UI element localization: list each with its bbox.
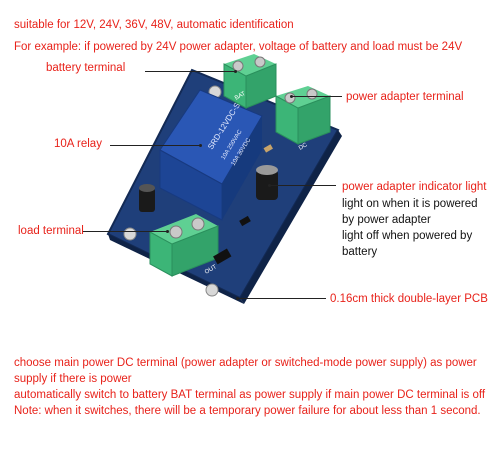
indicator-on-line2: by power adapter <box>342 214 431 226</box>
load-terminal-label: load terminal <box>18 225 84 237</box>
leader-dot <box>234 70 237 73</box>
relay-leader <box>110 145 200 146</box>
note-switch-delay: Note: when it switches, there will be a … <box>14 405 481 417</box>
battery-terminal-label: battery terminal <box>46 62 126 74</box>
feature-notes: choose main power DC terminal (power ada… <box>14 355 494 419</box>
indicator-off-line2: battery <box>342 246 378 258</box>
compatibility-line: suitable for 12V, 24V, 36V, 48V, automat… <box>14 19 294 31</box>
leader-dot <box>268 184 271 187</box>
load-terminal-block <box>149 214 219 277</box>
leader-dot <box>290 95 293 98</box>
example-line: For example: if powered by 24V power ada… <box>14 41 463 53</box>
power-adapter-terminal-block <box>275 86 331 145</box>
indicator-light-label: power adapter indicator light <box>342 181 487 193</box>
capacitor-right <box>256 165 278 200</box>
battery-terminal-leader <box>145 71 235 72</box>
power-adapter-terminal-label: power adapter terminal <box>346 91 464 103</box>
indicator-on-line1: light on when it is powered <box>342 198 478 210</box>
power-adapter-terminal-leader <box>292 96 342 97</box>
capacitor-left <box>139 184 155 212</box>
silk-bat: BAT <box>234 91 247 102</box>
indicator-off-line1: light off when powered by <box>342 230 473 242</box>
indicator-light-leader <box>270 185 336 186</box>
relay-label: 10A relay <box>54 138 102 150</box>
leader-dot <box>236 297 239 300</box>
pcb-label: 0.16cm thick double-layer PCB <box>330 293 488 305</box>
leader-dot <box>199 144 202 147</box>
leader-dot <box>166 230 169 233</box>
pcb-leader <box>238 298 326 299</box>
silk-dc: DC <box>298 142 309 152</box>
note-main-power: choose main power DC terminal (power ada… <box>14 357 477 385</box>
silk-out: OUT <box>204 264 218 276</box>
battery-terminal-block <box>223 54 277 109</box>
note-auto-switch: automatically switch to battery BAT term… <box>14 389 486 401</box>
load-terminal-leader <box>82 231 167 232</box>
